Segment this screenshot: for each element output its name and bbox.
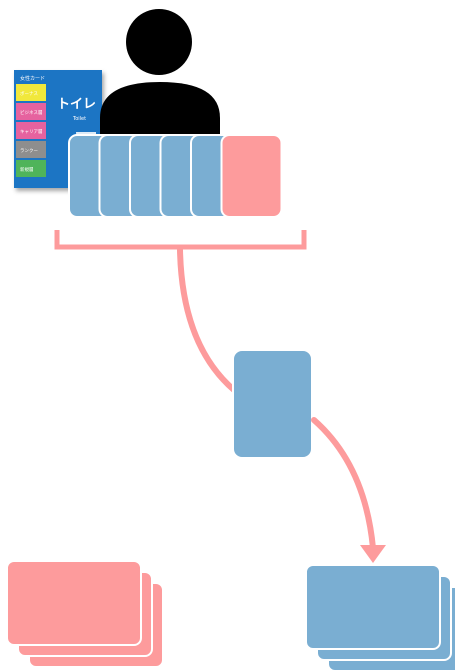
sticker-label: ボーナス [20, 90, 38, 97]
sticker-3 [16, 141, 46, 158]
toilet-card-subtitle: Toilet [72, 116, 86, 122]
draw-connector [177, 247, 237, 393]
sticker-2 [16, 122, 46, 139]
sticker-label: ランクー [20, 148, 38, 154]
sticker-1 [16, 103, 46, 120]
person-head [126, 9, 192, 75]
hand-of-cards [68, 134, 283, 218]
arrow-head [360, 545, 386, 563]
pile-card-blue [305, 564, 441, 650]
sticker-4 [16, 160, 46, 177]
person-icon [100, 9, 220, 140]
drawn-card [232, 349, 313, 459]
toilet-card-title: トイレ [57, 97, 96, 112]
pile-card-red [6, 560, 142, 646]
red-card-pile [6, 560, 164, 668]
sticker-label: キャリア層 [20, 129, 43, 135]
person-body [100, 82, 220, 140]
sticker-label: 新規層 [20, 166, 34, 173]
hand-bracket [54, 230, 307, 250]
hand-card-red [220, 134, 283, 218]
blue-card-pile [305, 564, 455, 671]
arrow-to-blue-pile [311, 417, 376, 551]
toilet-card-header: 女性カード [20, 75, 45, 82]
sticker-label: ビジネス層 [20, 109, 43, 116]
sticker-0 [16, 84, 46, 101]
